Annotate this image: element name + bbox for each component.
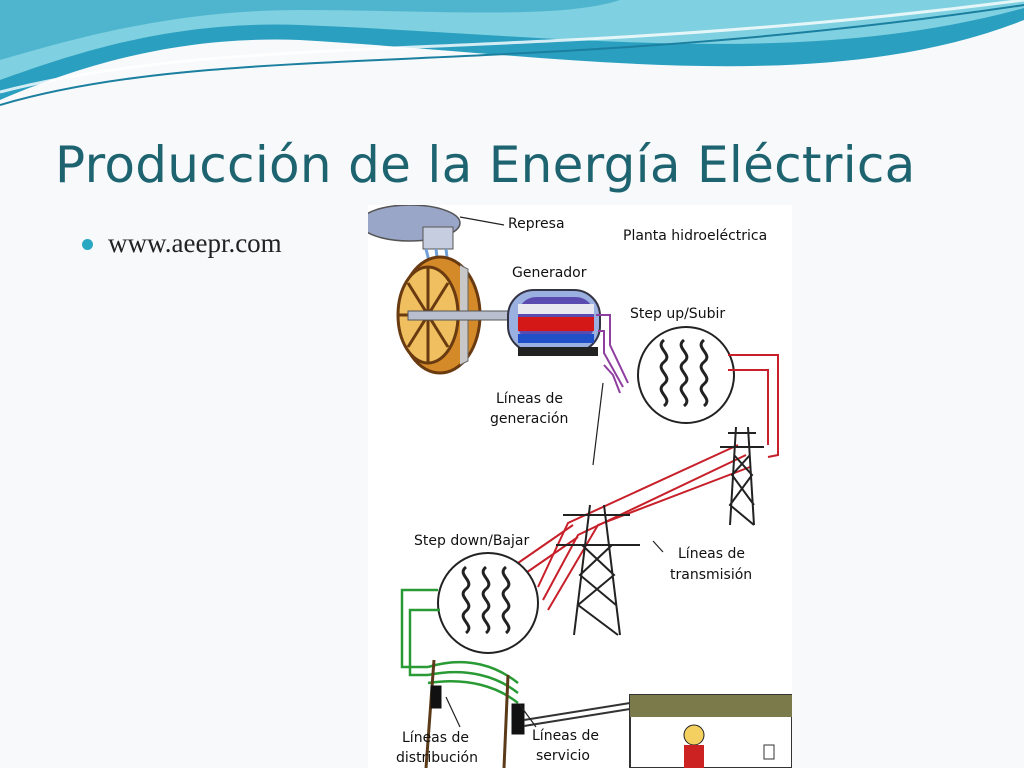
generation-lines <box>596 314 629 394</box>
wave-band-mid <box>0 0 620 60</box>
bullet-item: www.aeepr.com <box>82 228 282 259</box>
bullet-dot-icon <box>82 239 93 250</box>
label-step-down: Step down/Bajar <box>414 533 529 549</box>
label-generation-lines-line2: generación <box>490 411 568 427</box>
transmission-lines <box>517 354 779 611</box>
label-plant: Planta hidroeléctrica <box>623 228 767 244</box>
label-leader-lines <box>445 216 664 728</box>
generator <box>507 289 601 356</box>
label-transmission-lines-line1: Líneas de <box>678 546 745 562</box>
power-grid-diagram: Represa Planta hidroeléctrica Generador … <box>368 205 792 768</box>
wave-band-light <box>0 0 1024 80</box>
transmission-tower-left <box>556 504 640 636</box>
label-step-up: Step up/Subir <box>630 306 725 322</box>
label-dam: Represa <box>508 216 565 232</box>
label-generation-lines-line1: Líneas de <box>496 391 563 407</box>
label-distribution-lines-line2: distribución <box>396 750 478 766</box>
turbine-wheel <box>396 255 519 375</box>
wave-highlight <box>0 0 1024 94</box>
label-service-lines-line2: servicio <box>536 748 590 764</box>
wave-line <box>0 4 1024 106</box>
slide-title: Producción de la Energía Eléctrica <box>55 136 916 194</box>
label-generator: Generador <box>512 265 587 281</box>
bullet-text-url: www.aeepr.com <box>108 228 282 258</box>
transmission-tower-right <box>720 426 764 526</box>
label-transmission-lines-line2: transmisión <box>670 567 752 583</box>
service-line-and-house <box>523 694 792 768</box>
dam-illustration <box>368 205 461 266</box>
utility-poles <box>424 659 525 768</box>
label-service-lines-line1: Líneas de <box>532 728 599 744</box>
step-down-transformer <box>437 552 539 654</box>
label-distribution-lines-line1: Líneas de <box>402 730 469 746</box>
distribution-lines <box>400 588 519 704</box>
step-up-transformer <box>637 326 735 424</box>
bullet-list: www.aeepr.com <box>82 228 282 259</box>
